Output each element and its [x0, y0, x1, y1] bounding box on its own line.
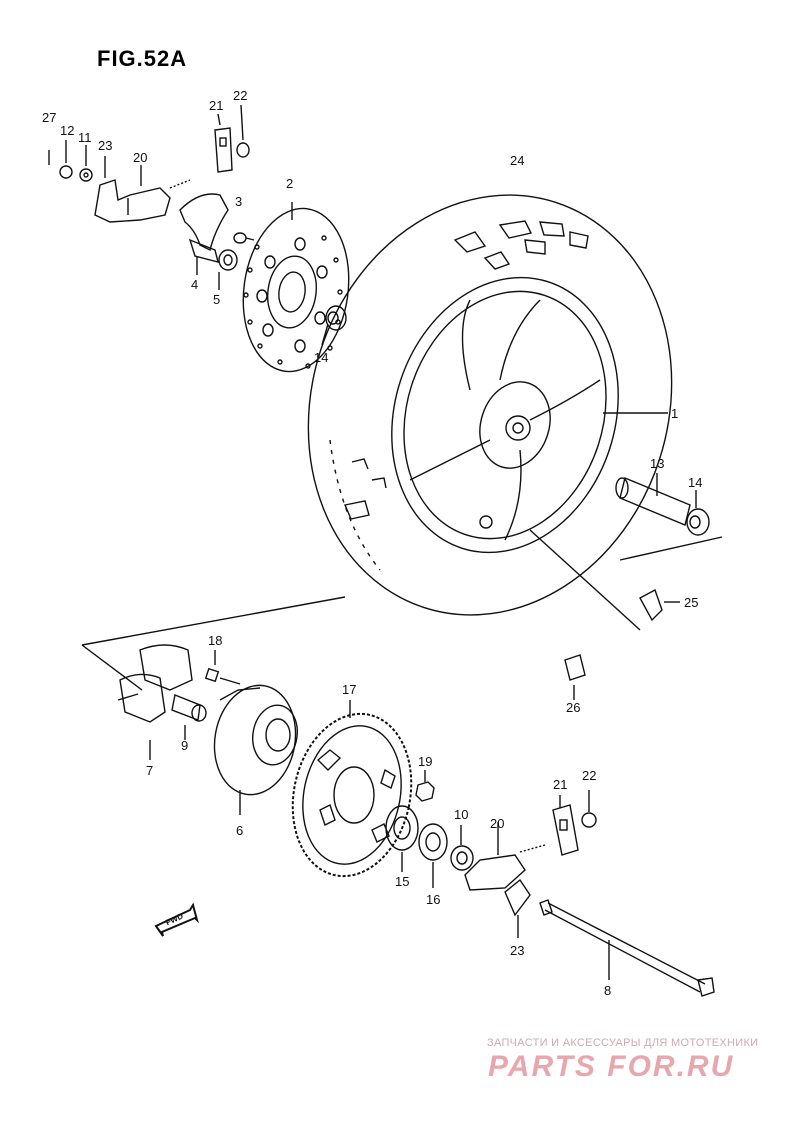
rear-axle [539, 899, 715, 997]
callout-20-lower: 20 [490, 816, 504, 831]
adjuster-plate-lower [552, 790, 597, 856]
callout-1: 1 [671, 406, 678, 421]
callout-17: 17 [342, 682, 356, 697]
spacer-upper [321, 305, 347, 346]
callout-20: 20 [133, 150, 147, 165]
rear-tire [307, 194, 673, 616]
callout-2: 2 [286, 176, 293, 191]
callout-21: 21 [209, 98, 223, 113]
callout-22-lower: 22 [582, 768, 596, 783]
callout-15: 15 [395, 874, 409, 889]
forward-direction-arrow-icon [154, 902, 199, 937]
figure-title: FIG.52A [97, 46, 188, 71]
section-divider [81, 536, 723, 691]
callout-23: 23 [98, 138, 112, 153]
callout-27: 27 [42, 110, 56, 125]
callout-7: 7 [146, 763, 153, 778]
wheel-bearing [385, 805, 419, 872]
callout-8: 8 [604, 983, 611, 998]
sprocket-nut [415, 770, 435, 802]
sprocket-bolt [204, 650, 241, 685]
callout-26: 26 [566, 700, 580, 715]
callout-6: 6 [236, 823, 243, 838]
callout-16: 16 [426, 892, 440, 907]
callout-23-lower: 23 [510, 943, 524, 958]
watermark-logo: PARTS FOR.RU [488, 1050, 735, 1083]
callout-9: 9 [181, 738, 188, 753]
callout-19: 19 [418, 754, 432, 769]
collar [171, 694, 207, 740]
callout-18: 18 [208, 633, 222, 648]
oil-seal [418, 823, 448, 888]
callout-11: 11 [78, 130, 92, 145]
cush-drive-damper [117, 644, 193, 760]
caliper-bracket [179, 193, 255, 290]
callout-14-upper: 14 [314, 350, 328, 365]
spacer-right [686, 490, 710, 536]
rear-sprocket [291, 700, 413, 878]
callout-25: 25 [684, 595, 698, 610]
spacer-lower [450, 825, 474, 871]
callout-3: 3 [235, 194, 242, 209]
brake-disc [242, 202, 350, 373]
tire-valve [639, 588, 680, 622]
callout-21-lower: 21 [553, 777, 567, 792]
callout-4: 4 [191, 277, 198, 292]
watermark-caption: ЗАПЧАСТИ И АКСЕССУАРЫ ДЛЯ МОТОТЕХНИКИ [487, 1037, 759, 1049]
callout-14-right: 14 [688, 475, 702, 490]
rear-wheel-rim [391, 276, 668, 631]
chain-adjuster-lower [464, 822, 546, 938]
callout-24: 24 [510, 153, 524, 168]
sprocket-drum [213, 684, 298, 815]
callout-13: 13 [650, 456, 664, 471]
callout-10: 10 [454, 807, 468, 822]
chain-adjuster-upper [48, 104, 250, 223]
callout-22: 22 [233, 88, 247, 103]
callout-labels: 27 12 11 23 20 21 22 2 3 4 5 14 24 1 13 … [42, 88, 702, 998]
axle-sleeve [615, 473, 691, 526]
spoke-clip [564, 654, 586, 700]
callout-5: 5 [213, 292, 220, 307]
callout-12: 12 [60, 123, 74, 138]
